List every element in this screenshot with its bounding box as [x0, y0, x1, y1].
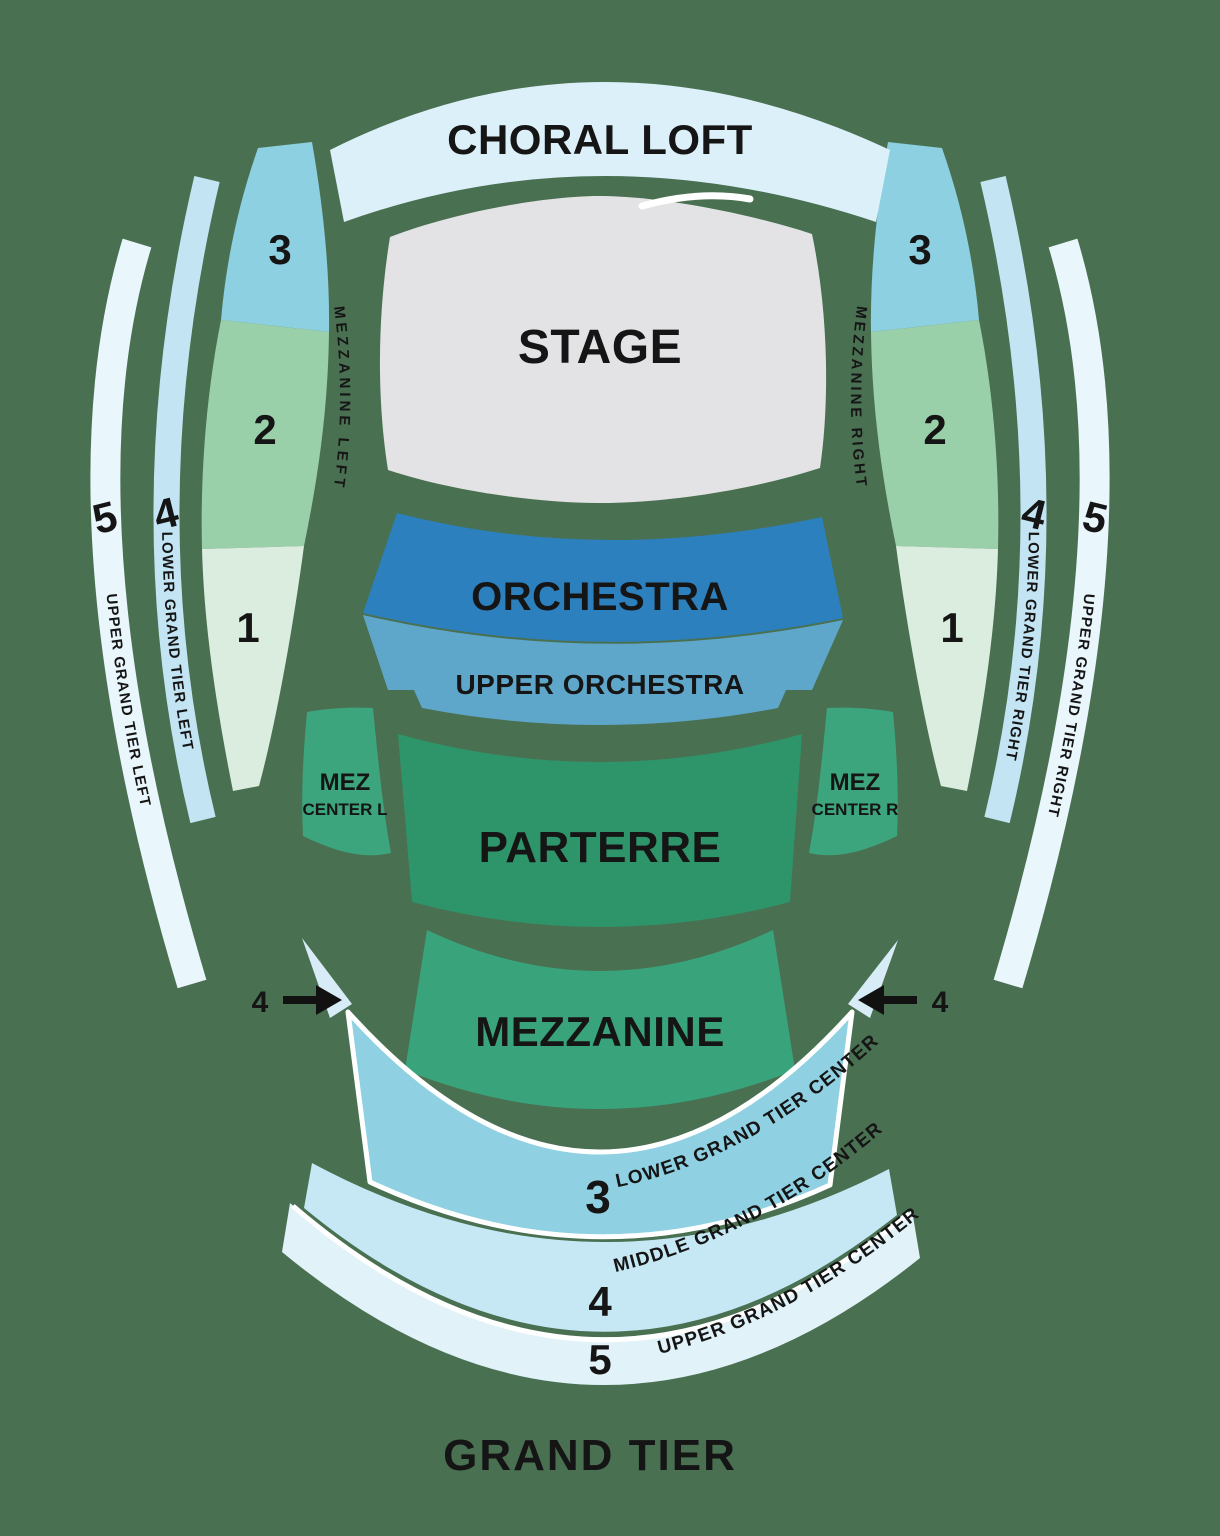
upper-grand-tier-center-number: 5	[588, 1336, 611, 1383]
section-upper-grand-tier-right[interactable]	[993, 238, 1110, 989]
upper-orchestra-label: UPPER ORCHESTRA	[455, 669, 744, 700]
section-mezzanine-left-1[interactable]	[202, 546, 304, 791]
mezzanine-right-1-number: 1	[940, 604, 963, 651]
section-orchestra[interactable]	[363, 513, 843, 642]
section-mez-center-r[interactable]	[809, 707, 898, 856]
mezzanine-right-3-number: 3	[908, 226, 931, 273]
grand-tier-title: GRAND TIER	[443, 1431, 737, 1480]
mez-center-r-line2: CENTER R	[812, 800, 899, 819]
section-4-wedge-left[interactable]	[302, 938, 352, 1018]
arrow-right-label: 4	[932, 986, 949, 1019]
mezzanine-right-2-number: 2	[923, 406, 946, 453]
section-lower-grand-tier-center[interactable]	[345, 1009, 855, 1240]
arrow-head-icon	[316, 985, 342, 1015]
section-mezzanine-right-3[interactable]	[870, 142, 979, 332]
mezzanine-label: MEZZANINE	[475, 1008, 725, 1055]
arrow-left-4: 4	[252, 985, 342, 1019]
orchestra-label: ORCHESTRA	[471, 575, 729, 619]
svg-text:MEZZANINE RIGHT: MEZZANINE RIGHT	[847, 305, 870, 490]
band-divider	[291, 1204, 911, 1343]
mezzanine-left-2-number: 2	[253, 406, 276, 453]
section-choral-loft[interactable]	[330, 82, 890, 222]
section-mezzanine[interactable]	[405, 930, 795, 1109]
section-upper-grand-tier-left[interactable]	[90, 238, 207, 989]
section-parterre[interactable]	[398, 734, 802, 927]
arrow-shaft	[879, 996, 917, 1004]
section-upper-orchestra[interactable]	[363, 615, 843, 725]
lower-grand-tier-center-number: 3	[585, 1171, 611, 1223]
arrow-left-label: 4	[252, 986, 269, 1019]
section-upper-grand-tier-center[interactable]	[282, 1203, 920, 1386]
section-mez-center-l[interactable]	[302, 707, 391, 856]
section-mezzanine-left-3[interactable]	[221, 142, 330, 332]
section-mezzanine-left-2[interactable]	[201, 320, 329, 549]
section-lower-grand-tier-left[interactable]	[153, 176, 220, 824]
middle-grand-tier-center-number: 4	[588, 1278, 612, 1325]
arrow-head-icon	[858, 985, 884, 1015]
mez-center-l-line2: CENTER L	[303, 800, 388, 819]
stage-highlight	[638, 192, 754, 210]
section-mezzanine-right-1[interactable]	[896, 546, 998, 791]
arrow-right-4: 4	[858, 985, 949, 1019]
mezzanine-left-3-number: 3	[268, 226, 291, 273]
mezzanine-right-label: MEZZANINE RIGHT	[847, 305, 867, 490]
arrow-shaft	[283, 996, 321, 1004]
mezzanine-left-1-number: 1	[236, 604, 259, 651]
parterre-label: PARTERRE	[479, 823, 722, 872]
section-lower-grand-tier-right[interactable]	[980, 176, 1047, 824]
section-middle-grand-tier-center[interactable]	[304, 1163, 897, 1332]
stage-label: STAGE	[518, 321, 682, 374]
section-4-wedge-right[interactable]	[848, 940, 898, 1018]
mez-center-r-line1: MEZ	[830, 769, 881, 796]
section-mezzanine-right-2[interactable]	[871, 320, 999, 549]
choral-loft-label: CHORAL LOFT	[447, 116, 753, 163]
mez-center-l-line1: MEZ	[320, 769, 371, 796]
stage-area	[379, 196, 827, 503]
